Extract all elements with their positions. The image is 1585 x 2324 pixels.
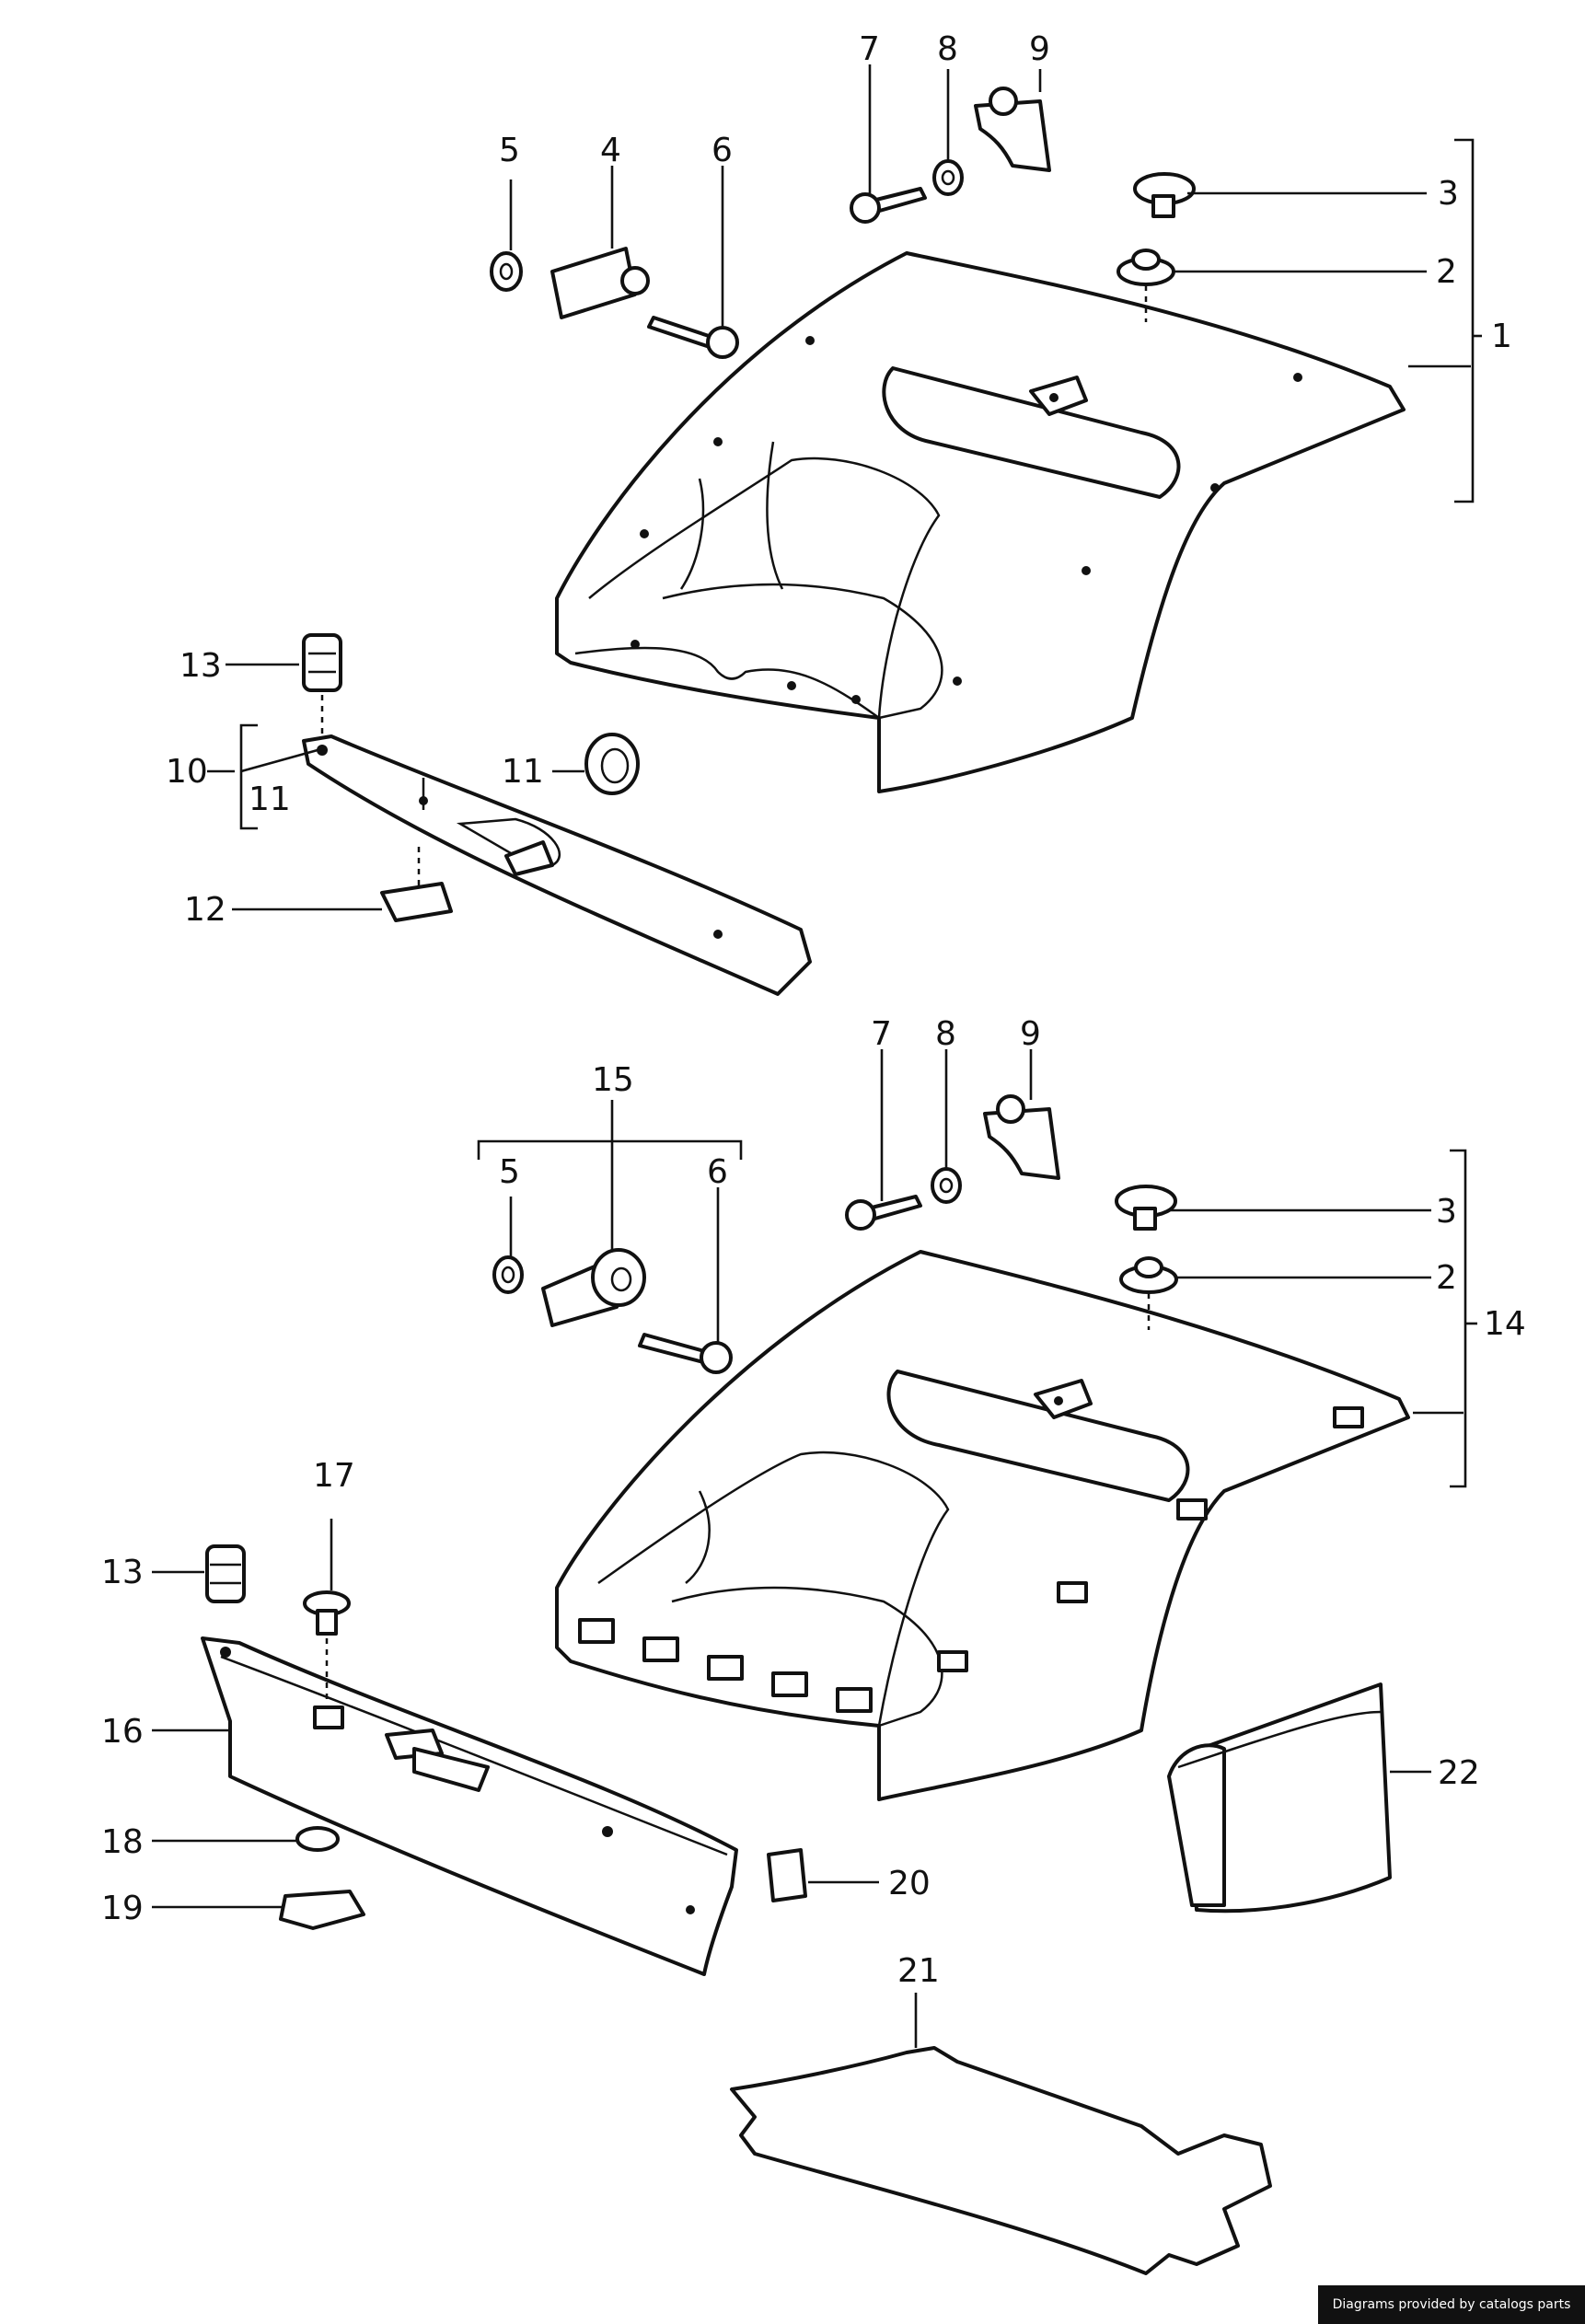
callout-6b: 6: [707, 1153, 728, 1191]
callout-labels: 1 2 3 4 5 6 7 8 9 10 11 11 12 13 15 5 6 …: [101, 30, 1526, 1990]
callout-7: 7: [859, 30, 880, 68]
lower-small-parts: [492, 1094, 1178, 1374]
upper-small-parts: [490, 87, 1196, 359]
callout-13: 13: [179, 647, 222, 685]
lower-front-panel: [201, 1544, 807, 1976]
lower-floor-mat: [730, 2046, 1272, 2275]
callout-16: 16: [101, 1713, 144, 1751]
callout-10: 10: [166, 753, 208, 791]
callout-1: 1: [1491, 318, 1512, 355]
callout-6: 6: [712, 132, 733, 169]
callout-2b: 2: [1436, 1259, 1457, 1297]
callout-20: 20: [888, 1865, 931, 1902]
credit-banner: Diagrams provided by catalogs parts: [1318, 2285, 1585, 2324]
callout-21: 21: [897, 1952, 940, 1990]
callout-18: 18: [101, 1823, 144, 1861]
callout-3: 3: [1438, 175, 1459, 213]
callout-11a: 11: [249, 780, 291, 818]
callout-5b: 5: [499, 1153, 520, 1191]
callout-14: 14: [1484, 1305, 1526, 1343]
callout-8: 8: [937, 30, 958, 68]
callout-13b: 13: [101, 1554, 144, 1591]
lower-trunk-liner: [555, 1250, 1410, 1801]
upper-leader-lines: [207, 64, 1482, 911]
callout-22: 22: [1438, 1754, 1480, 1792]
callout-8b: 8: [935, 1015, 956, 1053]
callout-17: 17: [313, 1457, 355, 1495]
callout-3b: 3: [1436, 1193, 1457, 1231]
callout-2: 2: [1436, 253, 1457, 291]
upper-trunk-liner: [555, 251, 1406, 793]
callout-9b: 9: [1020, 1015, 1041, 1053]
callout-7b: 7: [871, 1015, 892, 1053]
callout-5: 5: [499, 132, 520, 169]
callout-9: 9: [1029, 30, 1050, 68]
callout-11: 11: [502, 753, 544, 791]
callout-15: 15: [592, 1061, 634, 1099]
lower-leader-lines: [152, 1049, 1477, 2048]
upper-cross-member: [302, 633, 812, 996]
callout-4: 4: [600, 132, 621, 169]
lower-bag: [1167, 1682, 1392, 1914]
callout-19: 19: [101, 1890, 144, 1927]
callout-12: 12: [184, 891, 226, 929]
